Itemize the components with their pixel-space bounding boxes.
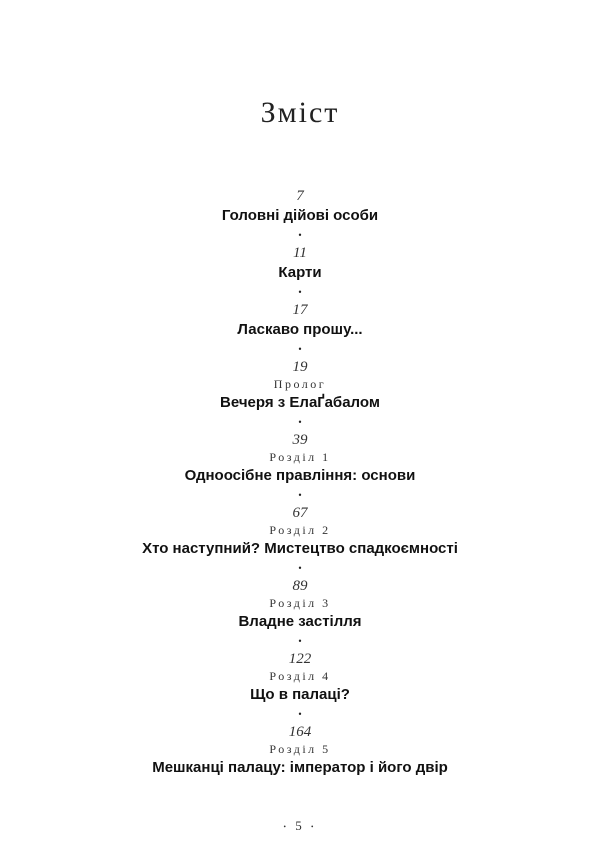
table-of-contents: 7 Головні дійові особи • 11 Карти • 17 Л…	[0, 188, 600, 778]
toc-entry: 39 Розділ 1 Одноосібне правління: основи	[0, 432, 600, 486]
toc-entry: 89 Розділ 3 Владне застілля	[0, 578, 600, 632]
toc-entry-title: Одноосібне правління: основи	[184, 467, 416, 484]
toc-page-number: 164	[288, 724, 312, 740]
toc-entry-title: Що в палаці?	[250, 686, 350, 703]
toc-entry-title: Карти	[278, 264, 322, 281]
separator-dot: •	[297, 564, 303, 573]
toc-section-label: Розділ 5	[269, 742, 331, 756]
toc-entry-title: Хто наступний? Мистецтво спадкоємності	[142, 540, 458, 557]
toc-section-label: Пролог	[273, 377, 327, 391]
toc-section-label: Розділ 4	[269, 669, 331, 683]
toc-section-label: Розділ 3	[269, 596, 331, 610]
separator-dot: •	[297, 637, 303, 646]
separator-dot: •	[297, 345, 303, 354]
toc-page-number: 19	[292, 359, 308, 375]
toc-page-number: 17	[292, 302, 308, 318]
toc-section-label: Розділ 2	[269, 523, 331, 537]
toc-entry: 164 Розділ 5 Мешканці палацу: імператор …	[0, 724, 600, 778]
toc-page-number: 39	[292, 432, 308, 448]
page-footer: • 5 •	[0, 818, 600, 834]
toc-page-number: 67	[292, 505, 308, 521]
toc-entry: 11 Карти	[0, 245, 600, 283]
separator-dot: •	[297, 491, 303, 500]
footer-dot-right: •	[311, 823, 317, 832]
toc-page-number: 11	[293, 245, 307, 261]
toc-page-number: 89	[292, 578, 308, 594]
separator-dot: •	[297, 288, 303, 297]
separator-dot: •	[297, 710, 303, 719]
toc-entry: 7 Головні дійові особи	[0, 188, 600, 226]
toc-page-number: 122	[288, 651, 312, 667]
toc-entry-title: Владне застілля	[238, 613, 362, 630]
toc-entry-title: Ласкаво прошу...	[237, 321, 363, 338]
toc-section-label: Розділ 1	[269, 450, 331, 464]
footer-dot-left: •	[283, 823, 289, 832]
toc-entry: 19 Пролог Вечеря з ЕлаҐабалом	[0, 359, 600, 413]
page-title: Зміст	[260, 96, 340, 129]
toc-entry: 122 Розділ 4 Що в палаці?	[0, 651, 600, 705]
toc-entry: 17 Ласкаво прошу...	[0, 302, 600, 340]
toc-entry-title: Мешканці палацу: імператор і його двір	[152, 759, 448, 776]
separator-dot: •	[297, 231, 303, 240]
separator-dot: •	[297, 418, 303, 427]
toc-entry-title: Головні дійові особи	[221, 207, 379, 224]
footer-page-number: 5	[295, 818, 305, 833]
toc-entry-title: Вечеря з ЕлаҐабалом	[220, 394, 380, 411]
toc-entry: 67 Розділ 2 Хто наступний? Мистецтво спа…	[0, 505, 600, 559]
toc-page-number: 7	[296, 188, 304, 204]
